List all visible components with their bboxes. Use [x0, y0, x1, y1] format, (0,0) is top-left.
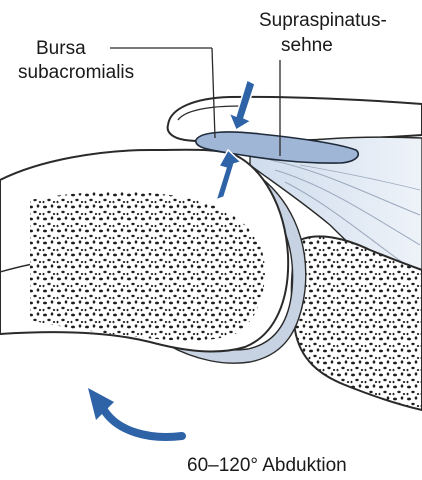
supraspinatus-label-line1: Supraspinatus- [259, 10, 387, 32]
glenoid [292, 236, 422, 410]
supraspinatus-label-line2: sehne [281, 35, 333, 57]
abduction-label: 60–120° Abduktion [187, 455, 347, 477]
humerus [0, 150, 288, 352]
bursa-label-line2: subacromialis [18, 62, 134, 84]
curved-arrow-icon [88, 388, 182, 437]
bursa-label-line1: Bursa [36, 38, 86, 60]
